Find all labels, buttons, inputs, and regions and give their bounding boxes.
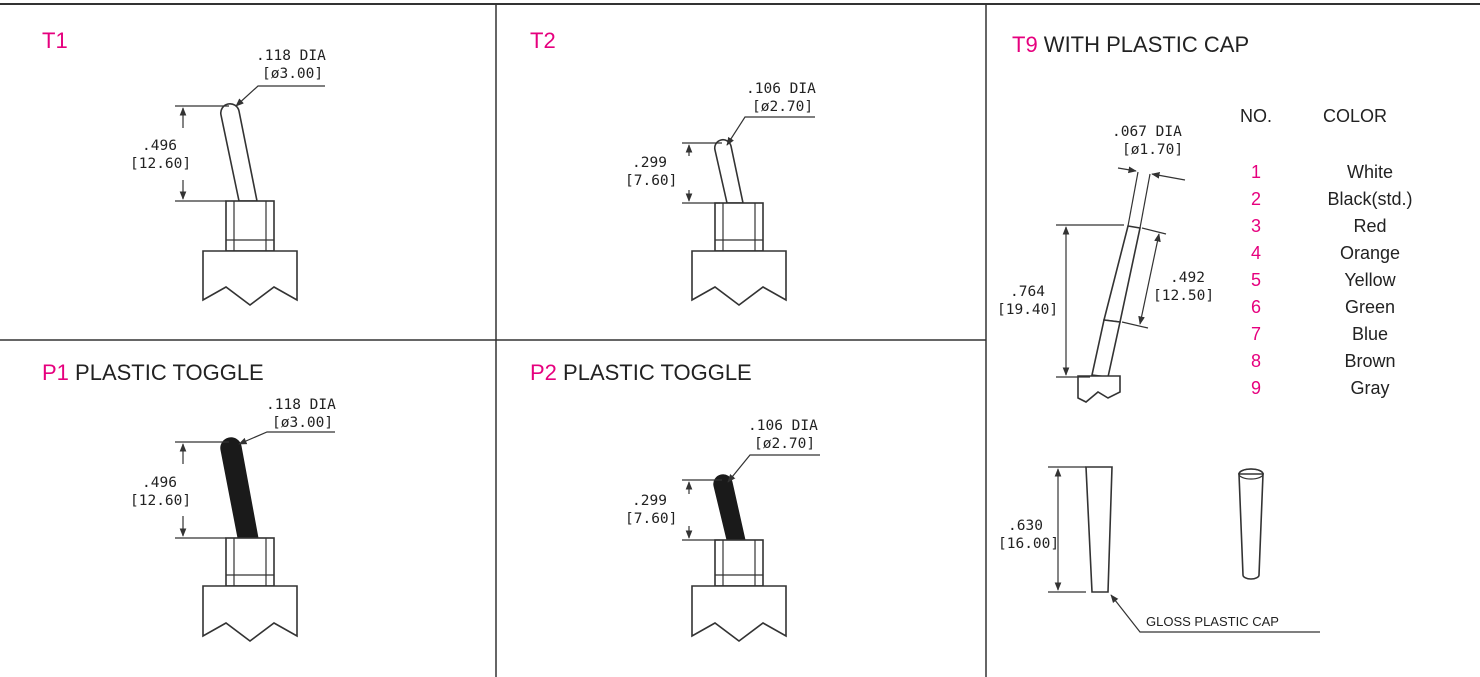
- color-name: Gray: [1350, 378, 1389, 398]
- length-in: .496: [142, 475, 177, 491]
- color-number: 1: [1251, 162, 1261, 182]
- cap-note: GLOSS PLASTIC CAP: [1146, 614, 1279, 629]
- length-in: .496: [142, 138, 177, 154]
- color-number: 3: [1251, 216, 1261, 236]
- diameter-in: .118 DIA: [256, 48, 326, 64]
- color-number: 6: [1251, 297, 1261, 317]
- cap-length-in: .492: [1170, 270, 1205, 286]
- diameter-mm: [ø2.70]: [752, 99, 813, 115]
- length-in: .299: [632, 155, 667, 171]
- color-name: Red: [1353, 216, 1386, 236]
- color-name: White: [1347, 162, 1393, 182]
- color-number: 9: [1251, 378, 1261, 398]
- color-name: Yellow: [1344, 270, 1396, 290]
- color-number: 5: [1251, 270, 1261, 290]
- diameter-in: .118 DIA: [266, 397, 336, 413]
- panel-t9: T9 WITH PLASTIC CAP .067 DIA [ø1.70] .7: [997, 32, 1413, 633]
- panel-p1: P1 PLASTIC TOGGLE .496 [12.60] .118 DIA …: [42, 360, 336, 642]
- diameter-in: .106 DIA: [746, 81, 816, 97]
- diameter-mm: [ø1.70]: [1122, 142, 1183, 158]
- length-mm: [7.60]: [625, 173, 677, 189]
- panel-p2: P2 PLASTIC TOGGLE .299 [7.60] .106 DIA […: [530, 360, 820, 642]
- cap-detail: [1048, 466, 1320, 633]
- length-mm: [12.60]: [130, 156, 191, 172]
- t9-toggle-side-view: [1056, 166, 1186, 403]
- color-name: Orange: [1340, 243, 1400, 263]
- color-number: 2: [1251, 189, 1261, 209]
- table-header-color: COLOR: [1323, 106, 1387, 126]
- panel-title: T1: [42, 28, 68, 53]
- panel-title: P1 PLASTIC TOGGLE: [42, 360, 264, 385]
- diameter-mm: [ø3.00]: [262, 66, 323, 82]
- total-length-in: .764: [1010, 284, 1045, 300]
- color-name: Green: [1345, 297, 1395, 317]
- diameter-mm: [ø2.70]: [754, 436, 815, 452]
- grid-lines: [0, 3, 1480, 677]
- panel-t1: T1 .496 [12.60] .118 DIA [ø3.00]: [42, 28, 326, 306]
- color-name: Brown: [1344, 351, 1395, 371]
- length-mm: [12.60]: [130, 493, 191, 509]
- panel-title: P2 PLASTIC TOGGLE: [530, 360, 752, 385]
- cap-height-in: .630: [1008, 518, 1043, 534]
- table-header-no: NO.: [1240, 106, 1272, 126]
- color-table: NO. COLOR 1 White 2 Black(std.) 3 Red 4 Orange 5…: [1240, 106, 1413, 398]
- panel-title: T2: [530, 28, 556, 53]
- panel-t2: T2 .299 [7.60] .106 DIA [ø2.70]: [530, 28, 816, 306]
- diameter-in: .106 DIA: [748, 418, 818, 434]
- color-number: 4: [1251, 243, 1261, 263]
- color-number: 7: [1251, 324, 1261, 344]
- cap-height-mm: [16.00]: [998, 536, 1059, 552]
- diameter-mm: [ø3.00]: [272, 415, 333, 431]
- length-mm: [7.60]: [625, 511, 677, 527]
- diameter-in: .067 DIA: [1112, 124, 1182, 140]
- length-in: .299: [632, 493, 667, 509]
- color-name: Black(std.): [1327, 189, 1412, 209]
- color-name: Blue: [1352, 324, 1388, 344]
- panel-title: T9 WITH PLASTIC CAP: [1012, 32, 1249, 57]
- cap-length-mm: [12.50]: [1153, 288, 1214, 304]
- color-number: 8: [1251, 351, 1261, 371]
- total-length-mm: [19.40]: [997, 302, 1058, 318]
